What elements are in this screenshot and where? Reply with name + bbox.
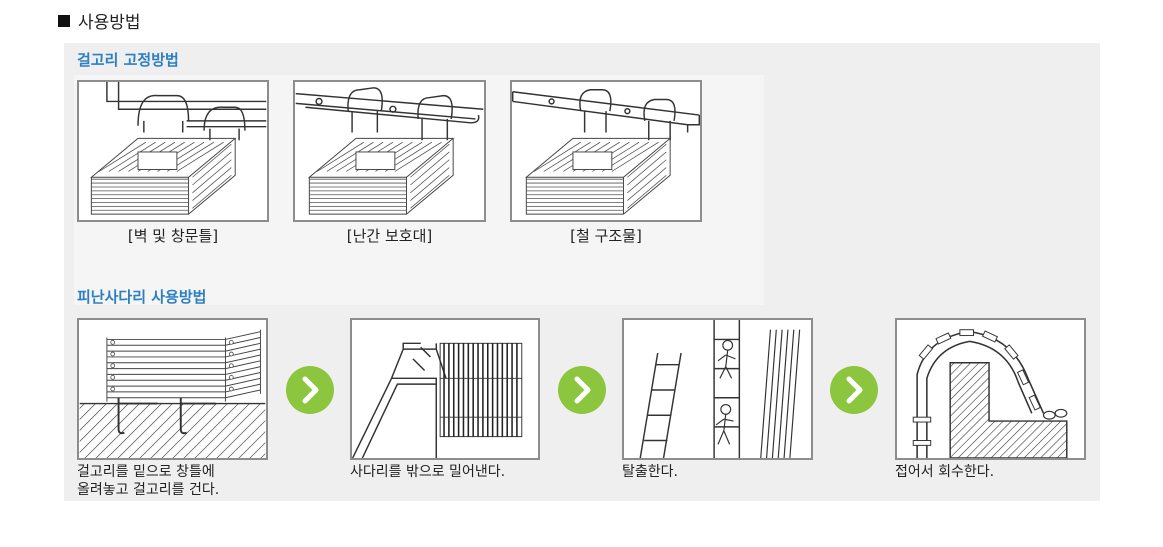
hook-caption-steel-structure: [철 구조물] — [570, 227, 642, 245]
usage-panel: 걸고리 고정방법 — [64, 43, 1100, 501]
step-caption-4-line1: 접어서 회수한다. — [895, 464, 995, 480]
escape-illustration — [639, 320, 801, 458]
railing-illustration — [295, 87, 484, 215]
next-step-arrow-icon — [286, 366, 334, 414]
step-image-fold-retrieve — [895, 318, 1086, 460]
step-image-hang-hook — [77, 318, 268, 460]
next-step-arrow-icon — [830, 366, 878, 414]
hook-image-wall-window — [77, 80, 269, 222]
hang-hook-illustration — [79, 329, 266, 458]
wall-window-illustration — [90, 82, 267, 215]
step-caption-3-line1: 탈출한다. — [622, 464, 678, 480]
square-bullet-icon — [58, 14, 70, 27]
fold-retrieve-illustration — [912, 329, 1068, 458]
step-caption-2: 사다리를 밖으로 밀어낸다. — [350, 463, 505, 481]
step-caption-2-line1: 사다리를 밖으로 밀어낸다. — [350, 464, 506, 480]
step-image-escape — [622, 318, 813, 460]
steel-structure-illustration — [512, 89, 700, 215]
step-caption-1: 걸고리를 밑으로 창틀에 올려놓고 걸고리를 건다. — [77, 463, 219, 499]
hook-image-railing — [293, 80, 486, 222]
page-heading-text: 사용방법 — [78, 13, 141, 33]
ladder-section-title: 피난사다리 사용방법 — [77, 288, 207, 306]
step-caption-1-line1: 걸고리를 밑으로 창틀에 — [77, 464, 215, 480]
step-caption-4: 접어서 회수한다. — [895, 463, 994, 481]
page-heading: 사용방법 — [58, 8, 141, 33]
next-step-arrow-icon — [558, 366, 606, 414]
hook-section-title: 걸고리 고정방법 — [77, 51, 179, 69]
hook-caption-railing: [난간 보호대] — [346, 227, 433, 245]
push-ladder-illustration — [352, 342, 523, 458]
step-image-push-ladder — [350, 318, 540, 460]
hook-image-steel-structure — [510, 80, 702, 222]
step-caption-3: 탈출한다. — [622, 463, 678, 481]
step-caption-1-line2: 올려놓고 걸고리를 건다. — [77, 482, 220, 498]
hook-caption-wall-window: [벽 및 창문틀] — [127, 227, 219, 245]
